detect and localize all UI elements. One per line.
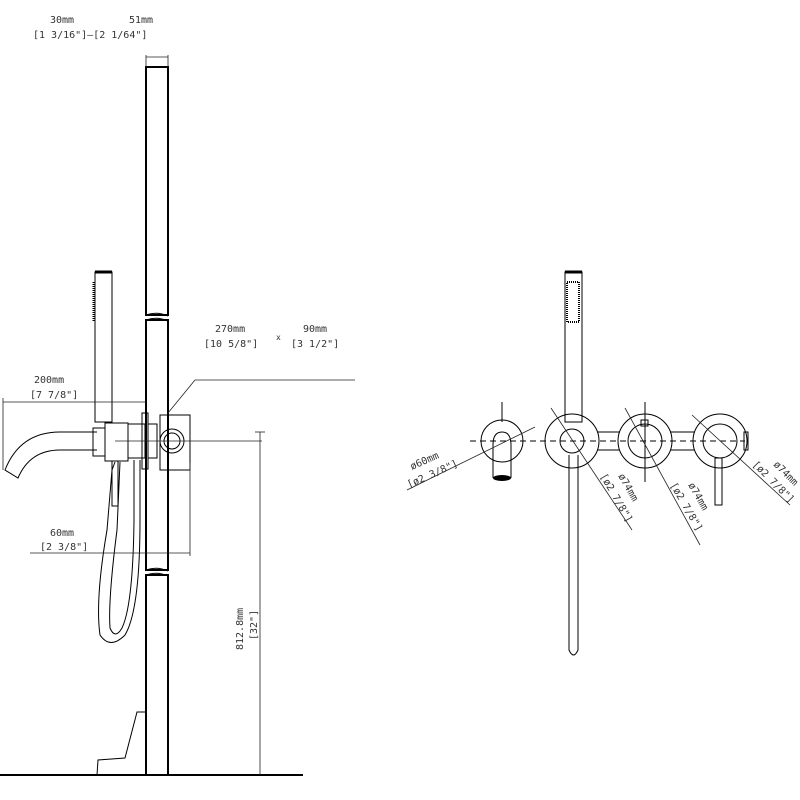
thermostat-rosette-front [617, 402, 673, 482]
wall [145, 66, 169, 776]
svg-text:812.8mm: 812.8mm [235, 608, 246, 650]
mixer-body-side [104, 422, 129, 462]
hose-front [568, 455, 579, 656]
wall-min-mm: 30mm [50, 15, 74, 26]
wall-range-in: [1 3/16"]—[2 1/64"] [33, 30, 147, 41]
valve-body [141, 412, 191, 471]
svg-text:[32"]: [32"] [249, 610, 260, 640]
spout-projection-dimension: 200mm [7 7/8"] [2, 375, 146, 470]
bathtub-edge [96, 711, 146, 776]
valve-depth-dimension: 60mm [2 3/8"] [30, 463, 191, 556]
mixer-lever [714, 457, 723, 506]
mixer-rosette-front [692, 413, 749, 506]
front-view: ø60mm [ø2 3/8"] ø74mm [ø2 7/8"] ø74mm [ø… [406, 270, 800, 656]
box-depth-mm: 90mm [303, 324, 327, 335]
side-view: 30mm 51mm [1 3/16"]—[2 1/64"] 270mm [10 … [0, 15, 355, 776]
wall-thickness-dimension: 30mm 51mm [1 3/16"]—[2 1/64"] [33, 15, 169, 67]
times-sign: x [276, 333, 281, 342]
svg-text:200mm: 200mm [34, 375, 64, 386]
height-dimension: 812.8mm [32"] [235, 431, 265, 775]
diverter-rosette-front [544, 270, 600, 656]
leader-line [167, 379, 355, 414]
handshower-side [92, 270, 113, 423]
spout-rosette-front [480, 402, 524, 481]
svg-text:60mm: 60mm [50, 528, 74, 539]
hose [98, 460, 141, 643]
box-width-mm: 270mm [215, 324, 245, 335]
wall-max-mm: 51mm [129, 15, 153, 26]
svg-text:[7 7/8"]: [7 7/8"] [30, 390, 78, 401]
spout-side [4, 431, 97, 479]
box-depth-in: [3 1/2"] [291, 339, 339, 350]
box-width-in: [10 5/8"] [204, 339, 258, 350]
svg-text:[2 3/8"]: [2 3/8"] [40, 542, 88, 553]
